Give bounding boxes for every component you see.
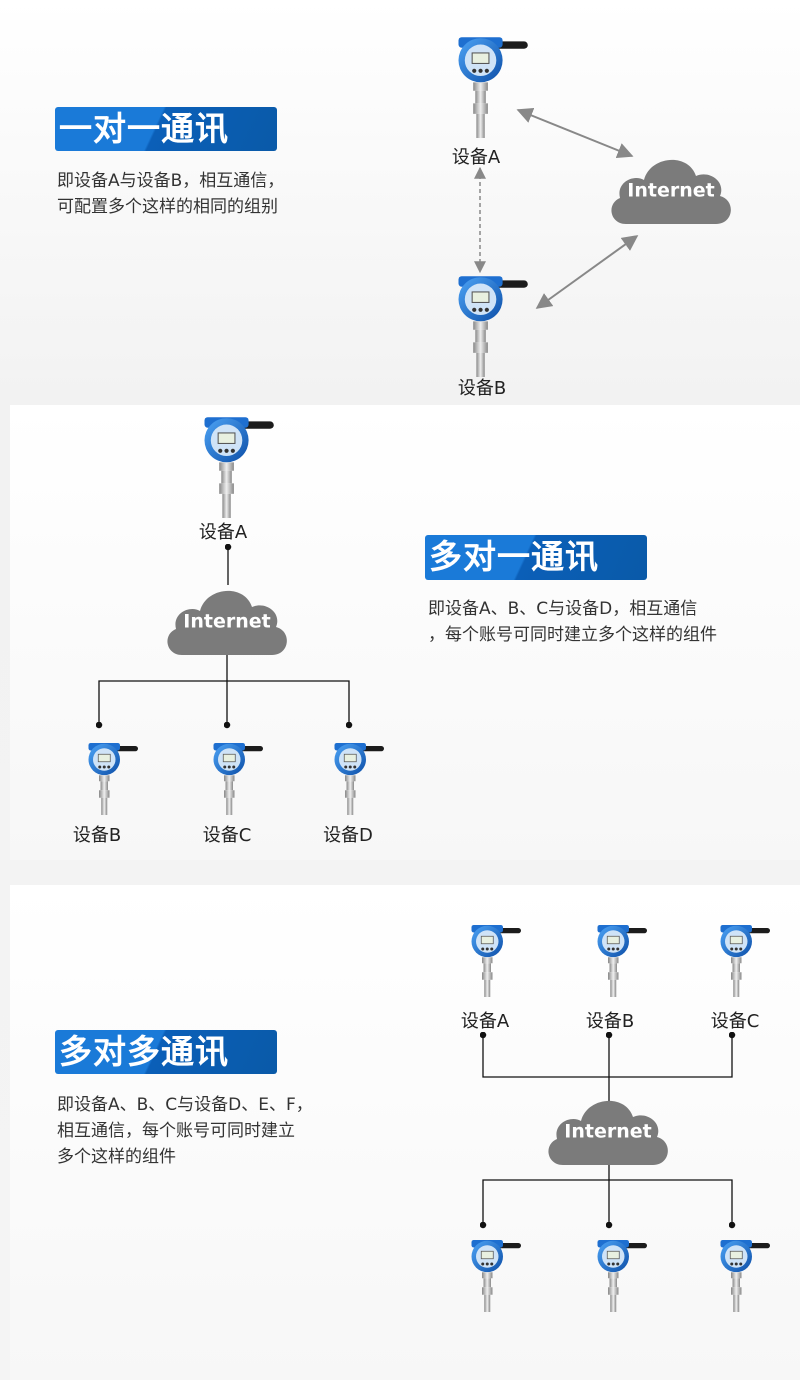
internet-cloud: Internet: [543, 1087, 673, 1167]
section-description: 即设备A、B、C与设备D，相互通信 ，每个账号可同时建立多个这样的组件: [428, 599, 717, 645]
device-e-icon: [593, 1237, 647, 1312]
section-title: 一对一通讯: [55, 107, 277, 151]
device-label: 设备B: [72, 825, 122, 846]
connection-lines: [474, 107, 639, 309]
device-b-icon: [84, 740, 138, 815]
device-f-icon: [716, 1237, 770, 1312]
device-label: 设备B: [457, 378, 507, 399]
cloud-label: Internet: [627, 179, 715, 202]
device-label: 设备A: [198, 522, 248, 543]
connection-lines: [479, 1031, 736, 1229]
device-label: 设备D: [323, 825, 373, 846]
section-description: 即设备A、B、C与设备D、E、F， 相互通信，每个账号可同时建立 多个这样的组件: [57, 1095, 313, 1167]
internet-cloud: Internet: [162, 577, 292, 657]
section-description: 即设备A与设备B，相互通信， 可配置多个这样的相同的组别: [57, 171, 285, 217]
device-c-icon: [209, 740, 263, 815]
device-a-icon: [198, 413, 274, 518]
section-many-to-one: 多对一通讯 即设备A、B、C与设备D，相互通信 ，每个账号可同时建立多个这样的组…: [10, 405, 800, 860]
device-b-icon: [452, 272, 528, 377]
device-label: 设备B: [585, 1011, 635, 1032]
cloud-label: Internet: [564, 1120, 652, 1143]
device-label: 设备A: [451, 147, 501, 168]
device-b-icon: [593, 922, 647, 997]
internet-cloud: Internet: [606, 146, 736, 226]
connection-lines: [95, 543, 353, 729]
device-label: 设备C: [710, 1011, 760, 1032]
device-d-icon: [467, 1237, 521, 1312]
cloud-label: Internet: [183, 610, 271, 633]
device-a-icon: [452, 33, 528, 138]
device-c-icon: [716, 922, 770, 997]
device-label: 设备A: [460, 1011, 510, 1032]
section-many-to-many: 多对多通讯 即设备A、B、C与设备D、E、F， 相互通信，每个账号可同时建立 多…: [10, 885, 800, 1380]
section-title: 多对多通讯: [55, 1030, 277, 1074]
device-label: 设备C: [202, 825, 252, 846]
device-d-icon: [330, 740, 384, 815]
device-a-icon: [467, 922, 521, 997]
section-title: 多对一通讯: [425, 535, 647, 580]
